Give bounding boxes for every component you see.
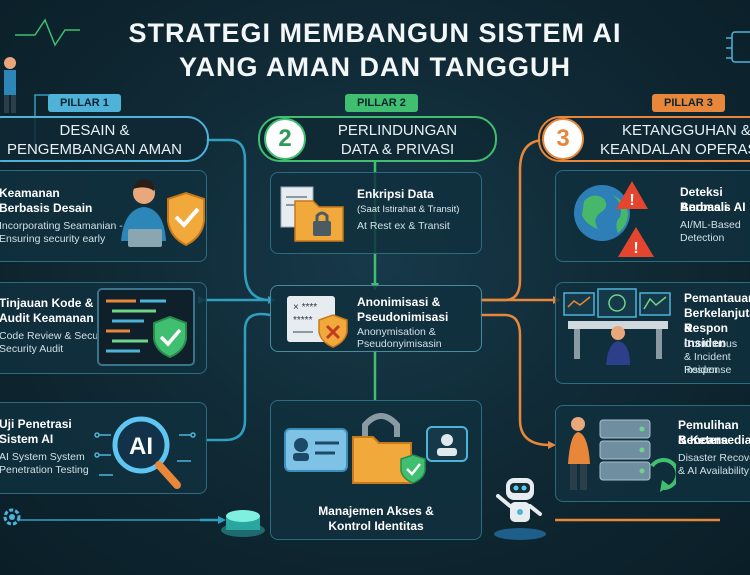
svg-text:*****: ***** bbox=[293, 315, 313, 326]
monitoring-desk-icon bbox=[563, 288, 671, 365]
id-card-lock-icon bbox=[284, 413, 468, 484]
title-line-2: YANG AMAN DAN TANGGUH bbox=[179, 52, 571, 82]
standing-person-icon bbox=[4, 57, 16, 113]
left-card-2-desc-2: Security Audit bbox=[0, 343, 64, 355]
pillar-1-heading-line-1: DESAIN & bbox=[59, 122, 130, 139]
svg-text:AI: AI bbox=[129, 433, 153, 460]
right-card-2-title-3: Respon Insiden bbox=[684, 321, 729, 350]
left-card-code-review: Tinjauan Kode & Audit Keamanan Code Revi… bbox=[0, 282, 207, 374]
pillar-1-heading: DESAIN & PENGEMBANGAN AMAN bbox=[0, 116, 209, 162]
left-card-1-title-2: Berbasis Desain bbox=[0, 201, 93, 215]
center-card-2-title-1: Anonimisasi & bbox=[357, 295, 441, 309]
left-card-1-title-1: Keamanan bbox=[0, 186, 60, 200]
center-card-1-subtitle: (Saat Istirahat & Transit) bbox=[357, 204, 460, 215]
right-card-3-desc-2: & AI Availability bbox=[678, 465, 750, 477]
right-card-monitoring: Pemantauan Berkelanjutan & Respon Inside… bbox=[555, 282, 750, 384]
pillar-3-number: 3 bbox=[542, 118, 584, 160]
circuit-decoration bbox=[726, 31, 750, 63]
pillar-3-heading-line-1: KETANGGUHAN & bbox=[622, 122, 750, 139]
right-card-anomaly-detection: ! ! Deteksi Anomali Berbasis AI AI/ML-Ba… bbox=[555, 170, 750, 262]
left-card-3-title-1: Uji Penetrasi bbox=[0, 417, 72, 431]
center-card-3-title-2: Kontrol Identitas bbox=[328, 519, 424, 533]
pillar-2-heading-line-1: PERLINDUNGAN bbox=[337, 122, 458, 139]
right-card-1-desc-1: AI/ML-Based bbox=[680, 219, 741, 231]
encrypted-folder-icon bbox=[280, 186, 344, 242]
left-card-3-title-2: Sistem AI bbox=[0, 432, 54, 446]
center-card-anonymisation: × **** ***** Anonimisasi & Pseudonimisas… bbox=[270, 285, 482, 352]
left-card-secure-by-design: Keamanan Berbasis Desain Incorporating S… bbox=[0, 170, 207, 262]
gear-icon bbox=[3, 508, 21, 526]
right-card-2-title-2: Berkelanjutan & bbox=[684, 306, 750, 335]
right-card-2-desc-3: Insiden bbox=[684, 364, 718, 376]
title-line-1: STRATEGI MEMBANGUN SISTEM AI bbox=[128, 18, 622, 48]
glowing-pedestal-icon bbox=[221, 510, 265, 537]
ai-magnifier-icon: AI bbox=[94, 416, 196, 489]
center-card-access-management: Manajemen Akses & Kontrol Identitas bbox=[270, 400, 482, 540]
right-card-disaster-recovery: Pemulihan Bencana & Ketersediaan Disaste… bbox=[555, 405, 750, 502]
pillar-3-heading: 3 KETANGGUHAN & KEANDALAN OPERASI bbox=[538, 116, 750, 162]
right-card-3-title-1: Pemulihan Bencana bbox=[678, 418, 739, 447]
code-screen-icon bbox=[97, 288, 195, 366]
pillar-2-heading: 2 PERLINDUNGAN DATA & PRIVASI bbox=[258, 116, 497, 162]
svg-text:!: ! bbox=[629, 192, 634, 209]
left-card-2-title-2: Audit Keamanan bbox=[0, 311, 94, 325]
svg-text:× ****: × **** bbox=[293, 302, 317, 313]
center-card-encryption: Enkripsi Data (Saat Istirahat & Transit)… bbox=[270, 172, 482, 254]
pillar-2-number: 2 bbox=[264, 118, 306, 160]
left-card-3-desc-1: AI System System bbox=[0, 451, 85, 463]
right-card-2-title-1: Pemantauan bbox=[684, 291, 750, 305]
center-card-2-desc-2: Pseudonyimisasin bbox=[357, 338, 442, 350]
right-card-1-title-2: Berbasis AI bbox=[680, 200, 746, 214]
pillar-3-heading-line-2: KEANDALAN OPERASI bbox=[600, 141, 750, 158]
robot-icon bbox=[494, 478, 546, 540]
right-card-3-title-2: & Ketersediaan bbox=[678, 433, 750, 447]
svg-text:!: ! bbox=[633, 240, 638, 257]
anonymised-document-icon: × **** ***** bbox=[287, 296, 348, 348]
center-card-1-title: Enkripsi Data bbox=[357, 187, 434, 201]
server-recovery-icon bbox=[568, 417, 676, 492]
pillar-3-label: PILLAR 3 bbox=[652, 94, 725, 112]
left-card-2-desc-1: Code Review & Security bbox=[0, 330, 113, 342]
center-card-3-title-1: Manajemen Akses & bbox=[318, 504, 434, 518]
pillar-1-label: PILLAR 1 bbox=[48, 94, 121, 112]
person-with-shield-icon bbox=[121, 179, 205, 247]
left-card-1-desc-1: Incorporating Seamanian - bbox=[0, 220, 123, 232]
center-card-2-desc-1: Anonymisation & bbox=[357, 326, 436, 338]
globe-alert-icon: ! ! bbox=[574, 181, 654, 257]
center-card-1-desc: At Rest ex & Transit bbox=[357, 220, 450, 232]
page-title: STRATEGI MEMBANGUN SISTEM AI YANG AMAN D… bbox=[0, 16, 750, 84]
left-card-penetration-test: Uji Penetrasi Sistem AI AI System System… bbox=[0, 402, 207, 494]
pillar-1-heading-line-2: PENGEMBANGAN AMAN bbox=[6, 141, 183, 158]
left-card-2-title-1: Tinjauan Kode & bbox=[0, 296, 94, 310]
pillar-2-heading-line-2: DATA & PRIVASI bbox=[340, 141, 455, 158]
right-card-3-desc-1: Disaster Recovery bbox=[678, 452, 750, 464]
right-card-1-title-1: Deteksi Anomali bbox=[680, 185, 728, 214]
pillar-2-label: PILLAR 2 bbox=[345, 94, 418, 112]
right-card-2-desc-2: & Incident Response bbox=[684, 351, 732, 376]
right-card-1-desc-2: Detection bbox=[680, 232, 725, 244]
left-card-3-desc-2: Penetration Testing bbox=[0, 464, 89, 476]
right-card-2-desc-1: Continuous bbox=[684, 338, 738, 350]
left-card-1-desc-2: Ensuring security early bbox=[0, 233, 106, 245]
center-card-2-title-2: Pseudonimisasi bbox=[357, 310, 449, 324]
